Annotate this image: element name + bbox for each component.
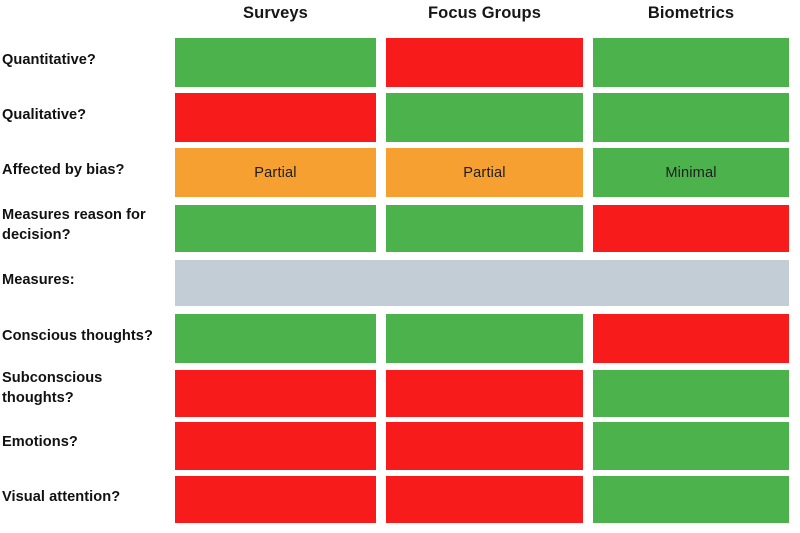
section-divider-cell xyxy=(175,260,789,306)
row-label: Quantitative? xyxy=(2,52,96,68)
matrix-cell: Minimal xyxy=(593,148,789,197)
matrix-cell xyxy=(386,314,583,363)
matrix-cell xyxy=(175,422,376,470)
matrix-cell xyxy=(593,205,789,252)
matrix-cell xyxy=(386,370,583,417)
column-header-biometrics: Biometrics xyxy=(647,4,735,22)
row-label: Conscious thoughts? xyxy=(2,328,153,344)
matrix-cell xyxy=(386,38,583,87)
matrix-cell xyxy=(175,38,376,87)
matrix-cell xyxy=(175,476,376,523)
matrix-cell: Partial xyxy=(175,148,376,197)
row-label: Emotions? xyxy=(2,434,78,450)
matrix-cell xyxy=(175,314,376,363)
matrix-cell xyxy=(386,422,583,470)
matrix-cell xyxy=(386,93,583,142)
matrix-cell xyxy=(593,476,789,523)
matrix-cell xyxy=(593,93,789,142)
matrix-cell xyxy=(175,205,376,252)
matrix-cell xyxy=(593,422,789,470)
matrix-cell xyxy=(593,38,789,87)
row-label: Subconscious thoughts? xyxy=(2,370,103,407)
matrix-cell xyxy=(386,476,583,523)
column-header-surveys: Surveys xyxy=(243,4,308,22)
row-label: Visual attention? xyxy=(2,489,121,505)
matrix-cell xyxy=(175,93,376,142)
row-label: Measures: xyxy=(2,272,75,288)
matrix-cell xyxy=(175,370,376,417)
matrix-cell xyxy=(593,370,789,417)
column-header-focus-groups: Focus Groups xyxy=(427,4,542,22)
row-label: Affected by bias? xyxy=(2,162,125,178)
matrix-cell: Partial xyxy=(386,148,583,197)
column-header-row: Surveys Focus Groups Biometrics xyxy=(0,0,800,30)
row-label: Qualitative? xyxy=(2,107,87,123)
matrix-cell xyxy=(386,205,583,252)
row-label: Measures reason for decision? xyxy=(2,207,146,244)
matrix-cell xyxy=(593,314,789,363)
